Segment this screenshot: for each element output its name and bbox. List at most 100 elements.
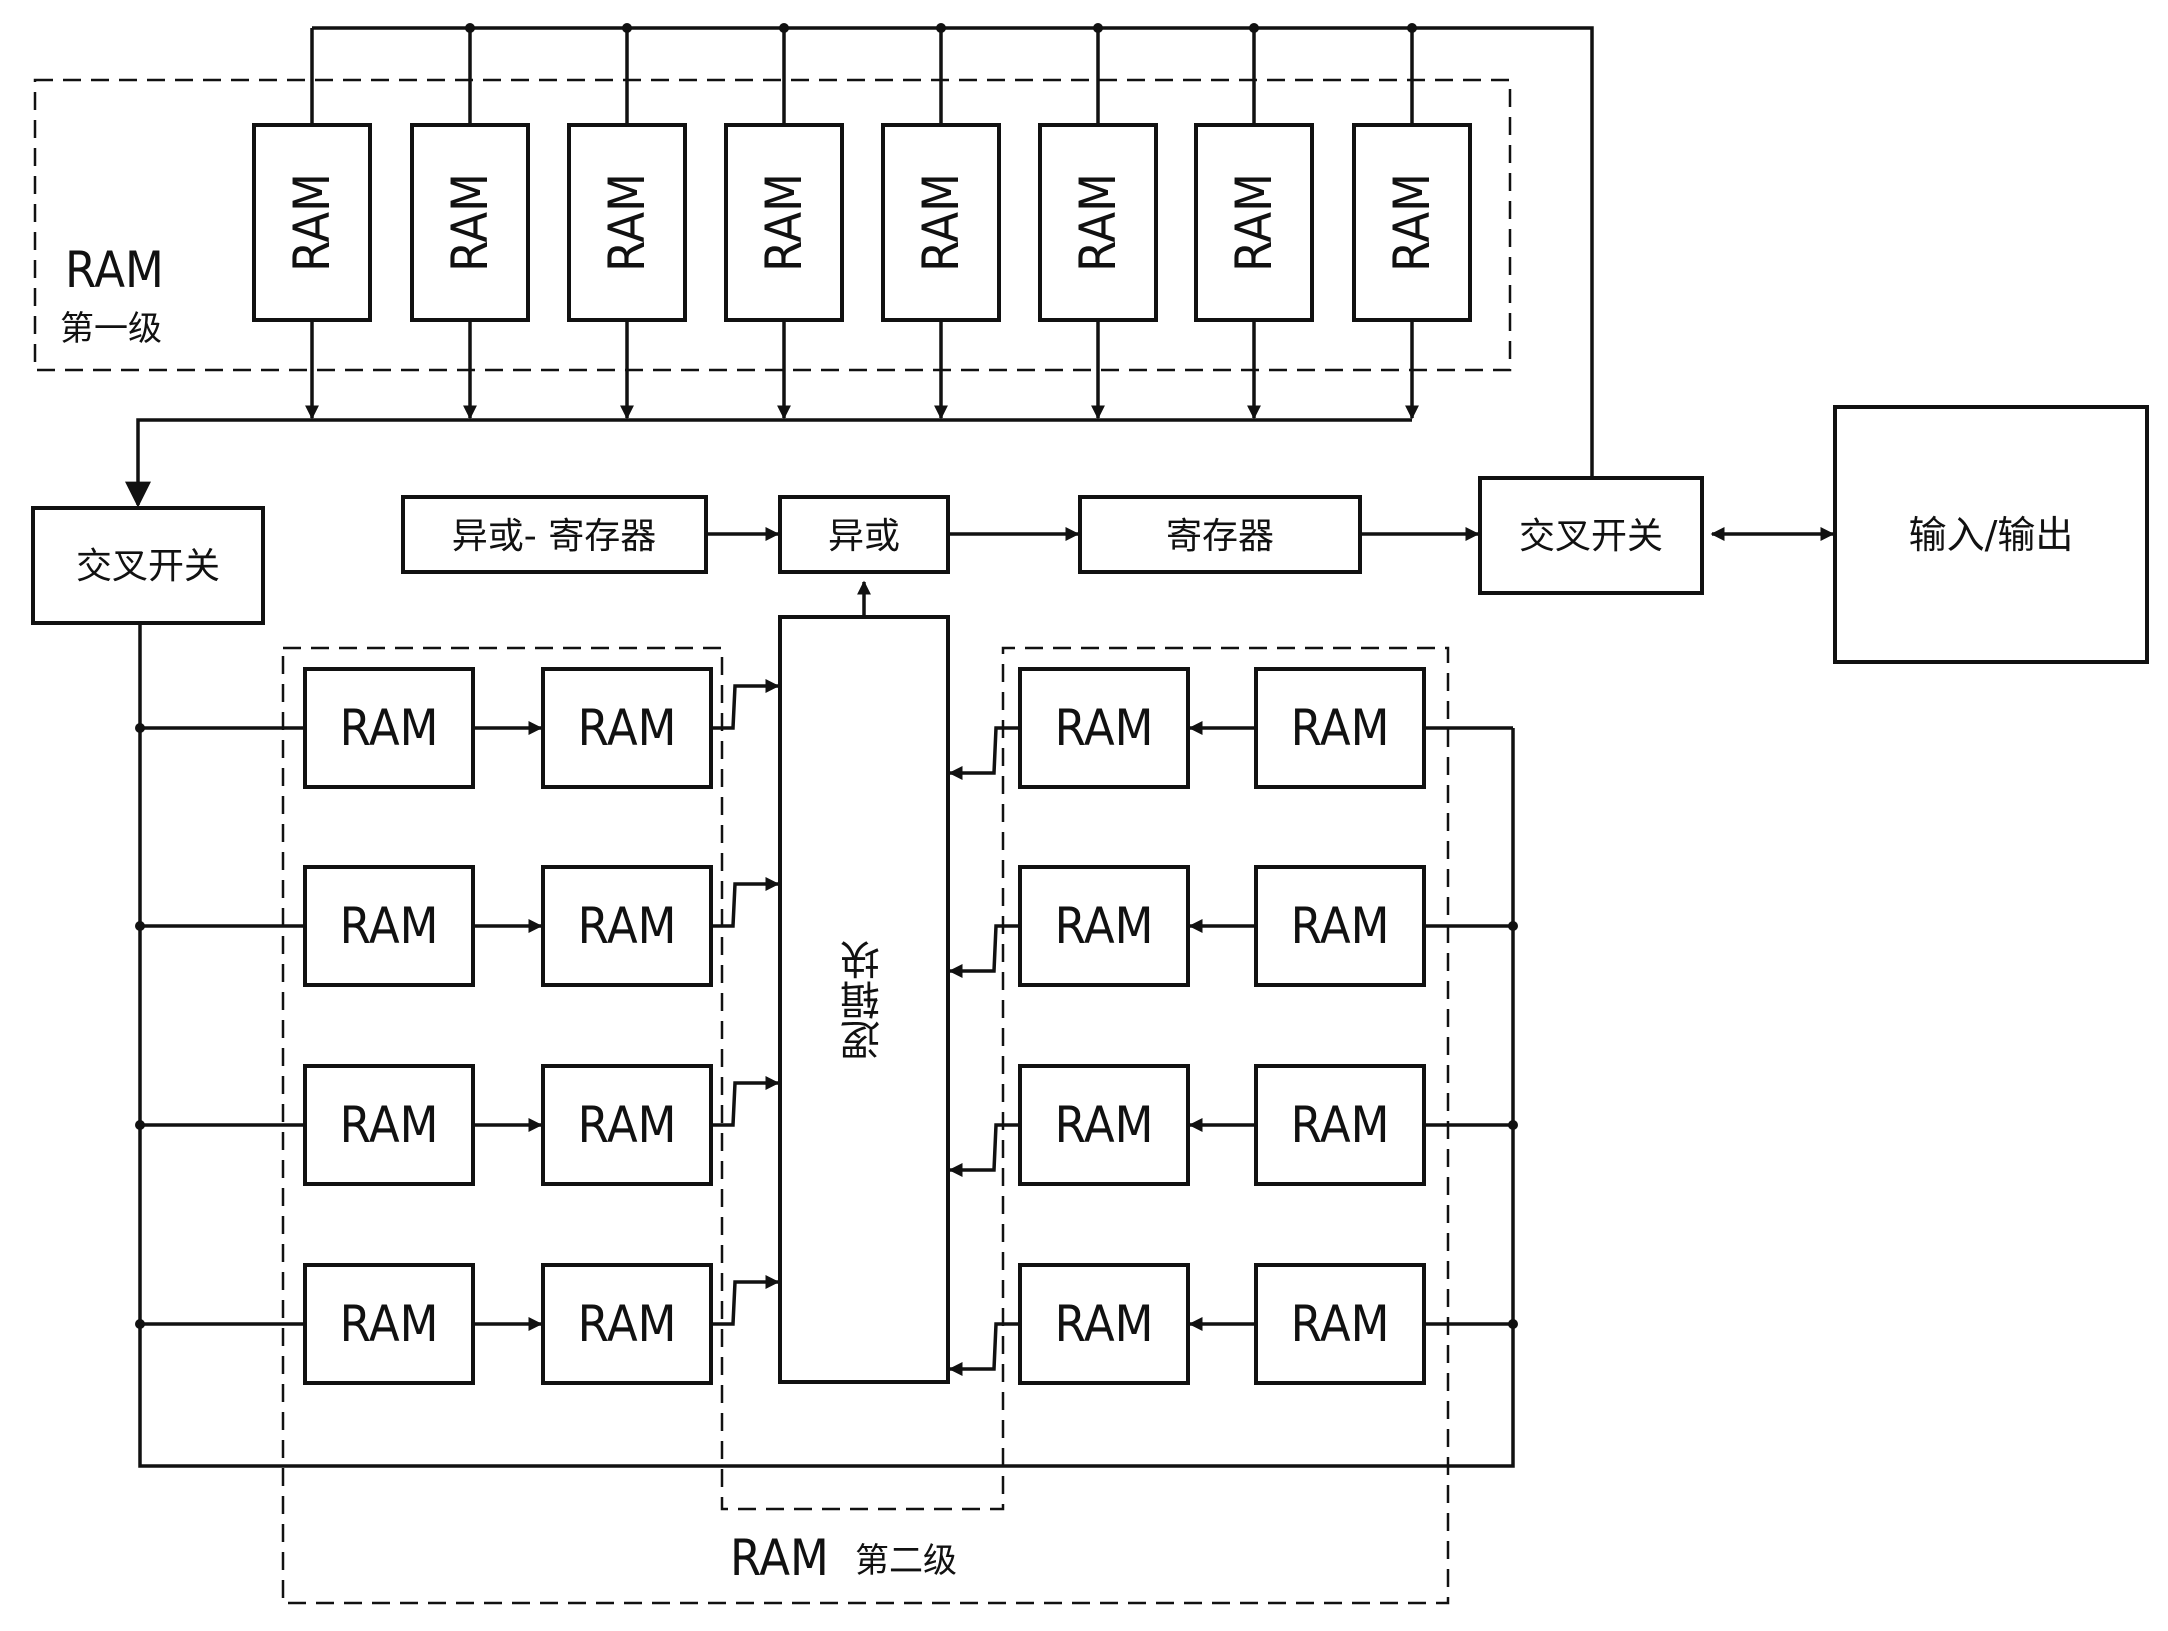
ram-label: RAM — [1291, 897, 1390, 955]
level2-left-ram-b-2: RAM — [541, 865, 713, 987]
ram-box — [303, 667, 475, 789]
level2-right-ram-b-4: RAM — [1018, 1263, 1190, 1385]
ram-box — [1254, 865, 1426, 987]
ram-label: RAM — [578, 1096, 677, 1154]
io-box — [1833, 405, 2149, 664]
ram-box — [303, 865, 475, 987]
level1-ram-8: RAM — [1352, 123, 1472, 322]
ram-label: RAM — [598, 173, 656, 272]
level2-left-ram-b-1: RAM — [541, 667, 713, 789]
xor-register-box — [401, 495, 708, 574]
level1-output-bus — [125, 418, 1412, 508]
left-to-logic — [711, 1275, 780, 1326]
ram-label: RAM — [1055, 1096, 1154, 1154]
logic-block-label: 逻辑块 — [841, 940, 887, 1060]
ram-label: RAM — [912, 173, 970, 272]
ram-modules: RAM RAM RAM RAM RAM RAM RAM RAM RAM RAM RAM RAM RAM R… — [252, 123, 1472, 1385]
right-to-logic — [948, 924, 1020, 978]
level2-ram-label: RAM — [730, 1529, 829, 1587]
level2-left-ram-b-3: RAM — [541, 1064, 713, 1186]
level2-left-ram-a-4: RAM — [303, 1263, 475, 1385]
ram-label: RAM — [1055, 699, 1154, 757]
ram-label: RAM — [1055, 1295, 1154, 1353]
level1-ram-2: RAM — [410, 123, 530, 322]
ram-box — [541, 1064, 713, 1186]
level2-left-ram-a-3: RAM — [303, 1064, 475, 1186]
ram-box — [1018, 865, 1190, 987]
ram-box — [881, 123, 1001, 322]
ram-label: RAM — [1291, 1295, 1390, 1353]
level1-ram-4: RAM — [724, 123, 844, 322]
level2-right-ram-b-1: RAM — [1018, 667, 1190, 789]
level2-right-ram-b-2: RAM — [1018, 865, 1190, 987]
level2-right-ram-a-2: RAM — [1254, 865, 1426, 987]
ram-label: RAM — [340, 699, 439, 757]
level2-right-ram-a-4: RAM — [1254, 1263, 1426, 1385]
ram-label: RAM — [578, 1295, 677, 1353]
ram-box — [1254, 667, 1426, 789]
ram-label: RAM — [1225, 173, 1283, 272]
level1-ram-6: RAM — [1038, 123, 1158, 322]
xor-box — [778, 495, 950, 574]
ram-box — [541, 865, 713, 987]
ram-box — [1018, 1064, 1190, 1186]
ram-box — [303, 1064, 475, 1186]
ram-box — [1352, 123, 1472, 322]
level1-group-outline — [33, 78, 1512, 372]
level2-left-ram-b-4: RAM — [541, 1263, 713, 1385]
level2-left-ram-a-2: RAM — [303, 865, 475, 987]
top-bus — [312, 26, 1594, 478]
ram-label: RAM — [283, 173, 341, 272]
xor-register-label: 异或- 寄存器 — [452, 516, 656, 557]
level1-label: 第一级 — [60, 309, 162, 349]
left-to-logic — [711, 877, 780, 928]
ram-label: RAM — [1055, 897, 1154, 955]
ram-label: RAM — [340, 1096, 439, 1154]
ram-box — [410, 123, 530, 322]
ram-label: RAM — [578, 897, 677, 955]
ram-label: RAM — [578, 699, 677, 757]
ram-box — [724, 123, 844, 322]
xor-label: 异或 — [828, 516, 900, 557]
ram-box — [252, 123, 372, 322]
level2-left-ram-a-1: RAM — [303, 667, 475, 789]
level2-right-ram-a-3: RAM — [1254, 1064, 1426, 1186]
right-to-logic — [948, 1123, 1020, 1177]
ram-box — [541, 667, 713, 789]
level2-label: 第二级 — [855, 1541, 957, 1581]
ram-label: RAM — [1291, 699, 1390, 757]
ram-label: RAM — [1383, 173, 1441, 272]
ram-label: RAM — [1069, 173, 1127, 272]
ram-label: RAM — [340, 897, 439, 955]
level1-ram-7: RAM — [1194, 123, 1314, 322]
ram-box — [541, 1263, 713, 1385]
ram-box — [1018, 1263, 1190, 1385]
ram-box — [1018, 667, 1190, 789]
level2-right-ram-b-3: RAM — [1018, 1064, 1190, 1186]
ram-box — [303, 1263, 475, 1385]
level1-ram-3: RAM — [567, 123, 687, 322]
ram-label: RAM — [755, 173, 813, 272]
level1-ram-1: RAM — [252, 123, 372, 322]
left-to-logic — [711, 1076, 780, 1127]
ram-box — [1254, 1064, 1426, 1186]
register-box — [1078, 495, 1362, 574]
register-label: 寄存器 — [1166, 516, 1274, 557]
level1-ram-5: RAM — [881, 123, 1001, 322]
ram-box — [1194, 123, 1314, 322]
ram-label: RAM — [340, 1295, 439, 1353]
logic-block-box — [778, 615, 950, 1384]
right-crossbar-label: 交叉开关 — [1519, 516, 1663, 557]
left-crossbar-label: 交叉开关 — [76, 546, 220, 587]
right-crossbar-box — [1478, 476, 1704, 595]
right-to-logic — [948, 1322, 1020, 1376]
ram-label: RAM — [441, 173, 499, 272]
left-to-logic — [711, 679, 780, 730]
ram-box — [567, 123, 687, 322]
level2-feed-bus — [138, 623, 1515, 1468]
ram-label: RAM — [1291, 1096, 1390, 1154]
right-to-logic — [948, 726, 1020, 780]
left-crossbar-box — [31, 506, 265, 625]
level1-ram-label: RAM — [65, 241, 164, 299]
